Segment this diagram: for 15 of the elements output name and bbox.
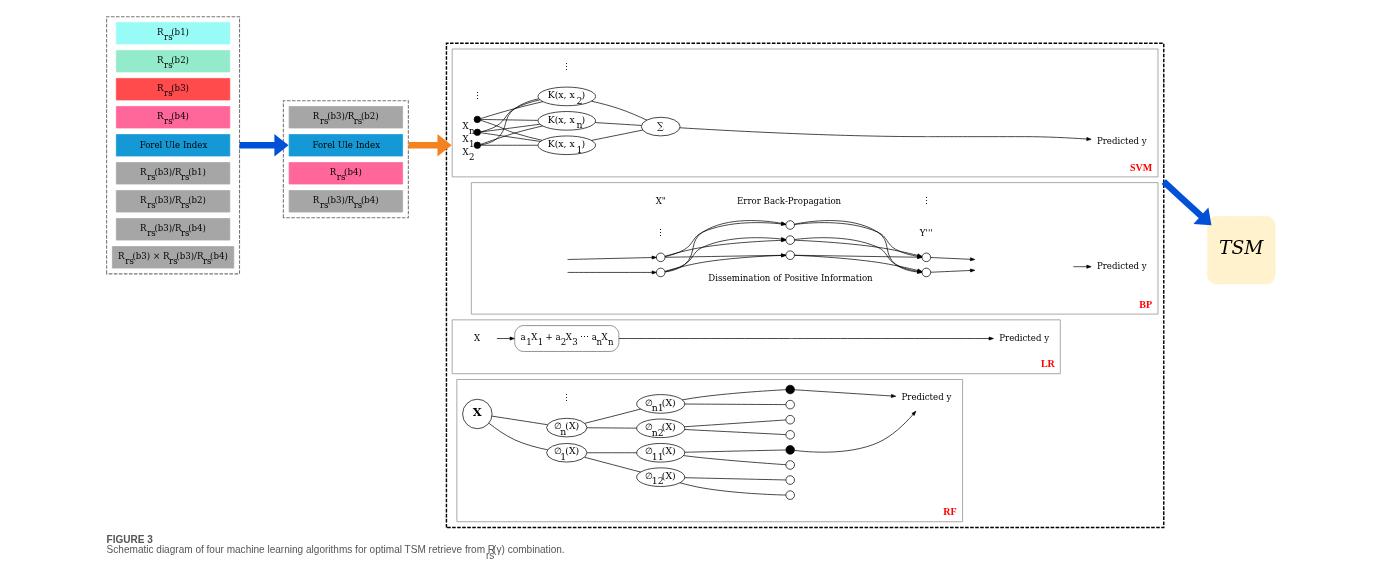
node-text: Predicted y: [901, 392, 951, 403]
label: Error Back-Propagation: [736, 195, 841, 206]
label: ⋮: [561, 61, 571, 72]
node-text: Predicted y: [998, 332, 1049, 343]
label: ⋮: [921, 195, 931, 206]
label: ⋮: [561, 393, 571, 404]
node-text: Predicted y: [1096, 135, 1147, 146]
diagram-title: FIGURE 3: [106, 534, 153, 546]
node-text: X: [473, 332, 480, 343]
label: ⋮: [472, 90, 482, 101]
label: Dissemination of Positive Information: [707, 273, 873, 284]
label: Y''': [919, 227, 933, 238]
label: X": [655, 195, 666, 206]
node-text: Predicted y: [1096, 260, 1147, 271]
label: ⋮: [655, 227, 665, 238]
